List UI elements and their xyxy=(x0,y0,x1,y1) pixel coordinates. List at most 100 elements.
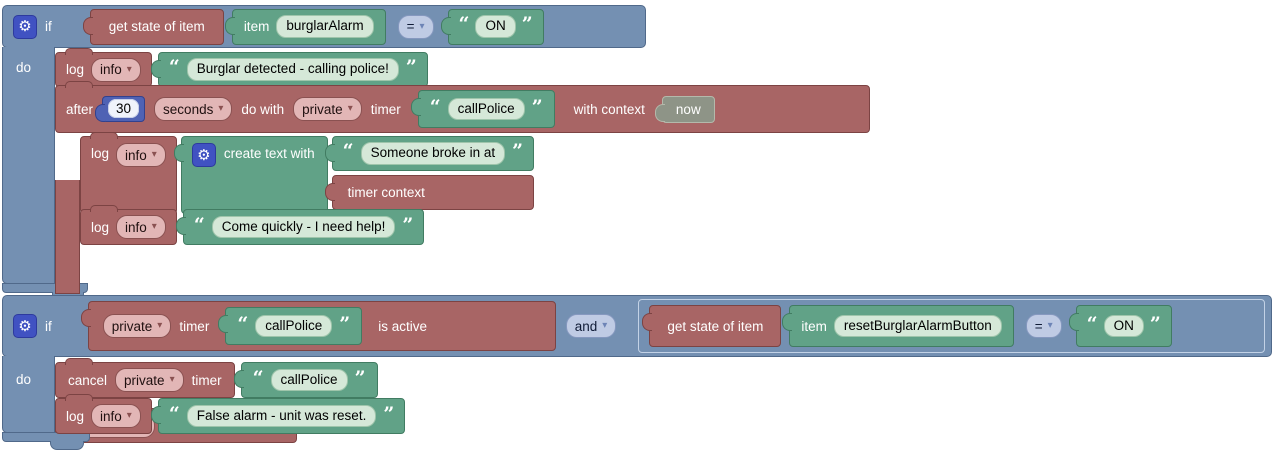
gear-glyph: ⚙ xyxy=(197,146,211,164)
log-level-dropdown[interactable]: info ▾ xyxy=(91,57,141,82)
gear-icon[interactable]: ⚙ xyxy=(13,314,37,338)
state-text-block[interactable]: “ ON ” xyxy=(1068,305,1172,347)
create-text-label: create text with xyxy=(223,146,315,161)
timer-name-text-block[interactable]: “ callPolice ” xyxy=(410,90,555,128)
rule1-if-block[interactable]: ⚙ if get state of item item burglarAlarm… xyxy=(2,5,646,48)
log-level-dropdown[interactable]: info ▾ xyxy=(116,143,166,167)
close-quote: ” xyxy=(1149,312,1161,335)
cancel-label: cancel xyxy=(68,372,108,388)
timer-label: timer xyxy=(179,318,210,334)
logic-join-dropdown[interactable]: and ▾ xyxy=(565,314,617,338)
rule1-if-label: if xyxy=(45,19,52,34)
timer-name-field[interactable]: callPolice xyxy=(447,97,525,121)
timer-scope-value: private xyxy=(302,101,343,117)
operator-value: = xyxy=(1034,318,1043,334)
open-quote: “ xyxy=(252,366,264,389)
rule1-foot xyxy=(2,283,88,293)
log-message-field[interactable]: False alarm - unit was reset. xyxy=(186,404,377,428)
timer-context-block[interactable]: timer context xyxy=(324,175,535,210)
timer-label: timer xyxy=(191,372,222,388)
open-quote: “ xyxy=(1086,312,1098,335)
is-active-label: is active xyxy=(378,318,427,334)
text-field[interactable]: Someone broke in at xyxy=(360,142,506,165)
time-unit-dropdown[interactable]: seconds ▾ xyxy=(154,97,233,121)
item-block[interactable]: item resetBurglarAlarmButton xyxy=(782,305,1014,347)
rule2-bottom-tab xyxy=(50,441,84,450)
log-message-field[interactable]: Come quickly - I need help! xyxy=(211,215,396,239)
timer-scope-dropdown[interactable]: private ▾ xyxy=(293,97,362,121)
chevron-down-icon: ▾ xyxy=(419,20,425,32)
timer-scope-value: private xyxy=(111,318,153,334)
delay-field[interactable]: 30 xyxy=(108,98,140,118)
log-block[interactable]: log info ▾ xyxy=(55,394,152,434)
rule2-foot xyxy=(2,432,90,442)
rule1-get-state-block[interactable]: get state of item xyxy=(82,8,224,45)
rule1-log1-row: log info ▾ “ Burglar detected - calling … xyxy=(55,48,428,87)
chevron-down-icon: ▾ xyxy=(347,103,353,114)
chevron-down-icon: ▾ xyxy=(151,149,157,160)
rule1-operator-dropdown[interactable]: = ▾ xyxy=(397,14,434,39)
text-block[interactable]: “ Burglar detected - calling police! ” xyxy=(150,52,428,87)
close-quote: ” xyxy=(405,56,417,78)
rule2-compare-block[interactable]: get state of item item resetBurglarAlarm… xyxy=(638,299,1265,353)
log-block[interactable]: log info ▾ xyxy=(80,205,177,245)
rule2-timer-active-block[interactable]: private ▾ timer “ callPolice ” is active xyxy=(80,301,556,351)
timer-name-text-block[interactable]: “ callPolice ” xyxy=(233,362,378,398)
timer-label: timer xyxy=(370,101,401,117)
rule1-item-block[interactable]: item burglarAlarm xyxy=(224,8,386,45)
chevron-down-icon: ▾ xyxy=(602,320,608,331)
get-state-block[interactable]: get state of item xyxy=(642,305,782,347)
rule2-do-spine xyxy=(2,356,55,433)
close-quote: ” xyxy=(402,213,414,236)
cancel-timer-block[interactable]: cancel private ▾ timer xyxy=(55,358,235,398)
gear-glyph: ⚙ xyxy=(18,18,32,35)
open-quote: “ xyxy=(168,56,180,78)
rule1-state-text-block[interactable]: “ ON ” xyxy=(440,8,544,45)
rule1-do-spine xyxy=(2,47,55,284)
log-level-value: info xyxy=(100,408,122,424)
item-name-field[interactable]: burglarAlarm xyxy=(276,15,374,38)
state-value-field[interactable]: ON xyxy=(475,15,516,38)
rule1-after-timer-block[interactable]: after 30 seconds ▾ do with private ▾ tim… xyxy=(55,81,870,133)
text-block[interactable]: “ Come quickly - I need help! ” xyxy=(175,209,425,245)
timer-name-field[interactable]: callPolice xyxy=(270,368,348,392)
chevron-down-icon: ▾ xyxy=(1047,320,1053,331)
timer-name-field[interactable]: callPolice xyxy=(255,314,333,338)
log-block[interactable]: log info ▾ xyxy=(80,132,177,214)
log-level-value: info xyxy=(125,147,147,163)
text-block[interactable]: “ False alarm - unit was reset. ” xyxy=(150,398,406,434)
rule2-if-block[interactable]: ⚙ if private ▾ timer “ callPolice ” is a… xyxy=(2,295,1272,357)
text-block[interactable]: “ Someone broke in at ” xyxy=(324,136,535,171)
timer-scope-dropdown[interactable]: private ▾ xyxy=(115,368,184,392)
item-name-field[interactable]: resetBurglarAlarmButton xyxy=(833,314,1002,338)
gear-icon[interactable]: ⚙ xyxy=(191,143,216,167)
open-quote: “ xyxy=(429,95,441,118)
now-label: now xyxy=(675,101,701,117)
chevron-down-icon: ▾ xyxy=(169,374,175,385)
chevron-down-icon: ▾ xyxy=(151,221,157,232)
get-state-label: get state of item xyxy=(667,318,764,334)
log-level-dropdown[interactable]: info ▾ xyxy=(91,404,141,428)
open-quote: “ xyxy=(342,140,354,162)
gear-icon[interactable]: ⚙ xyxy=(13,14,37,39)
log-level-dropdown[interactable]: info ▾ xyxy=(116,215,166,239)
context-now-block[interactable]: now xyxy=(654,95,715,123)
close-quote: ” xyxy=(521,13,533,35)
timer-name-text-block[interactable]: “ callPolice ” xyxy=(218,307,363,345)
operator-dropdown[interactable]: = ▾ xyxy=(1025,314,1062,338)
log-block[interactable]: log info ▾ xyxy=(55,48,152,87)
state-value-field[interactable]: ON xyxy=(1103,314,1144,338)
chevron-down-icon: ▾ xyxy=(126,410,132,421)
create-text-inputs: “ Someone broke in at ” timer context xyxy=(324,136,535,210)
delay-number-block[interactable]: 30 xyxy=(95,95,146,123)
log-label: log xyxy=(91,146,110,161)
timer-scope-dropdown[interactable]: private ▾ xyxy=(102,314,172,338)
item-label: item xyxy=(801,318,827,334)
log-message-field[interactable]: Burglar detected - calling police! xyxy=(186,58,399,81)
create-text-block[interactable]: ⚙ create text with xyxy=(173,136,328,214)
chevron-down-icon: ▾ xyxy=(126,63,132,75)
open-quote: “ xyxy=(237,312,249,335)
rule1-log2-row: log info ▾ ⚙ create text with “ Someone … xyxy=(80,132,535,214)
log-level-value: info xyxy=(100,62,122,77)
